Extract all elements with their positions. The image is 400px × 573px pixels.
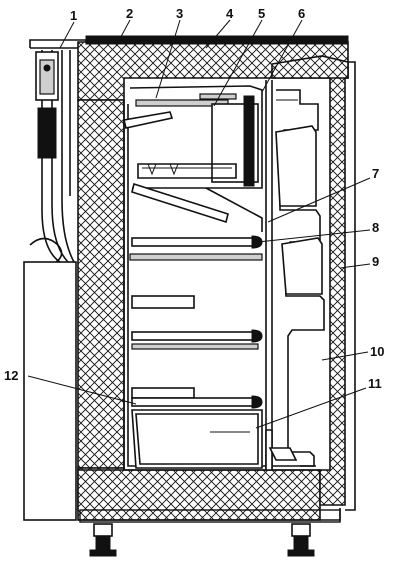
refrigerator-chamber xyxy=(129,235,263,469)
callout-9: 9 xyxy=(372,254,379,269)
callout-10: 10 xyxy=(370,344,384,359)
callout-7: 7 xyxy=(372,166,379,181)
rear-unit xyxy=(23,39,87,521)
rear-tubing xyxy=(41,50,75,263)
shelf-middle xyxy=(131,331,259,341)
callout-4: 4 xyxy=(226,6,234,21)
door-liner xyxy=(265,80,325,471)
drip-tray xyxy=(131,182,229,224)
shelf-12 xyxy=(131,397,259,407)
crisper-drawer xyxy=(131,409,263,469)
callout-3: 3 xyxy=(176,6,183,21)
feet xyxy=(89,523,315,557)
cabinet-insulation xyxy=(77,35,356,523)
door-bin-middle xyxy=(281,237,323,295)
callout-labels: 1 2 3 4 5 6 7 8 9 10 11 12 xyxy=(4,6,384,391)
condenser-box xyxy=(23,261,77,521)
callout-5: 5 xyxy=(258,6,265,21)
callout-12: 12 xyxy=(4,368,18,383)
foot-left xyxy=(93,523,113,537)
callout-6: 6 xyxy=(298,6,305,21)
callout-1: 1 xyxy=(70,8,77,23)
shelf-8 xyxy=(131,237,259,247)
callout-11: 11 xyxy=(368,376,382,391)
callout-2: 2 xyxy=(126,6,133,21)
evaporator-shelf-top xyxy=(135,99,229,107)
door-bin-upper xyxy=(275,125,317,207)
leader-lines xyxy=(27,19,371,429)
foot-right xyxy=(291,523,311,537)
callout-8: 8 xyxy=(372,220,379,235)
freezer-compartment xyxy=(123,85,263,232)
